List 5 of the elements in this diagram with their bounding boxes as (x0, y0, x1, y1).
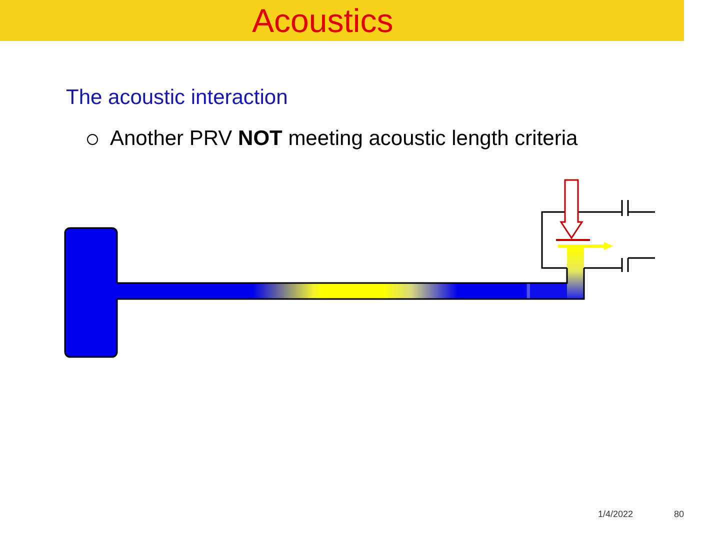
page-number: 80 (674, 509, 684, 519)
slide-title: Acoustics (252, 1, 394, 41)
date-text: 1/4/2022 (598, 509, 634, 519)
bullet-text: Another PRV NOT meeting acoustic length criteria (110, 127, 578, 151)
subtitle: The acoustic interaction (66, 86, 288, 110)
